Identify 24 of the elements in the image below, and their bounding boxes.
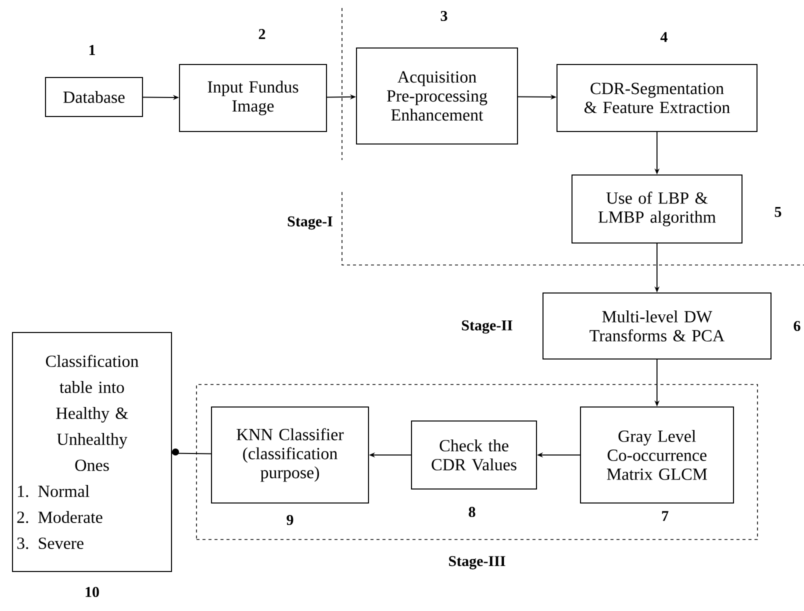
connector-line [172, 448, 212, 456]
node-label: Stage-III [449, 556, 506, 570]
step-number: 9 [286, 514, 294, 526]
step-number: 10 [86, 586, 99, 598]
process-box: Gray Level Co-occurrence Matrix GLCM [580, 406, 734, 504]
stage-label: Stage-II [462, 320, 512, 334]
process-box: Multi-level DW Transforms & PCA [542, 292, 772, 360]
process-box: Classification table into Healthy & Unhealthy Ones 1. Normal 2. Moderate 3. Severe [12, 332, 172, 572]
step-number: 2 [258, 29, 266, 39]
process-box: Use of LBP & LMBP algorithm [572, 174, 742, 244]
process-box: KNN Classifier (classification purpose) [211, 406, 369, 504]
stage-label: Stage-I [288, 216, 332, 230]
process-box: Acquisition Pre-processing Enhancement [356, 48, 518, 144]
step-number: 6 [794, 320, 800, 332]
step-number: 7 [662, 511, 668, 521]
step-number: 3 [440, 10, 448, 22]
process-box: Check the CDR Values [411, 420, 537, 490]
step-number: 5 [774, 207, 782, 217]
process-box: Input Fundus Image [179, 64, 327, 132]
process-box: Database [45, 77, 143, 117]
process-box: CDR-Segmentation & Feature Extraction [556, 64, 758, 132]
step-number: 8 [468, 506, 476, 518]
step-number: 4 [660, 32, 668, 42]
step-number: 1 [89, 45, 95, 55]
